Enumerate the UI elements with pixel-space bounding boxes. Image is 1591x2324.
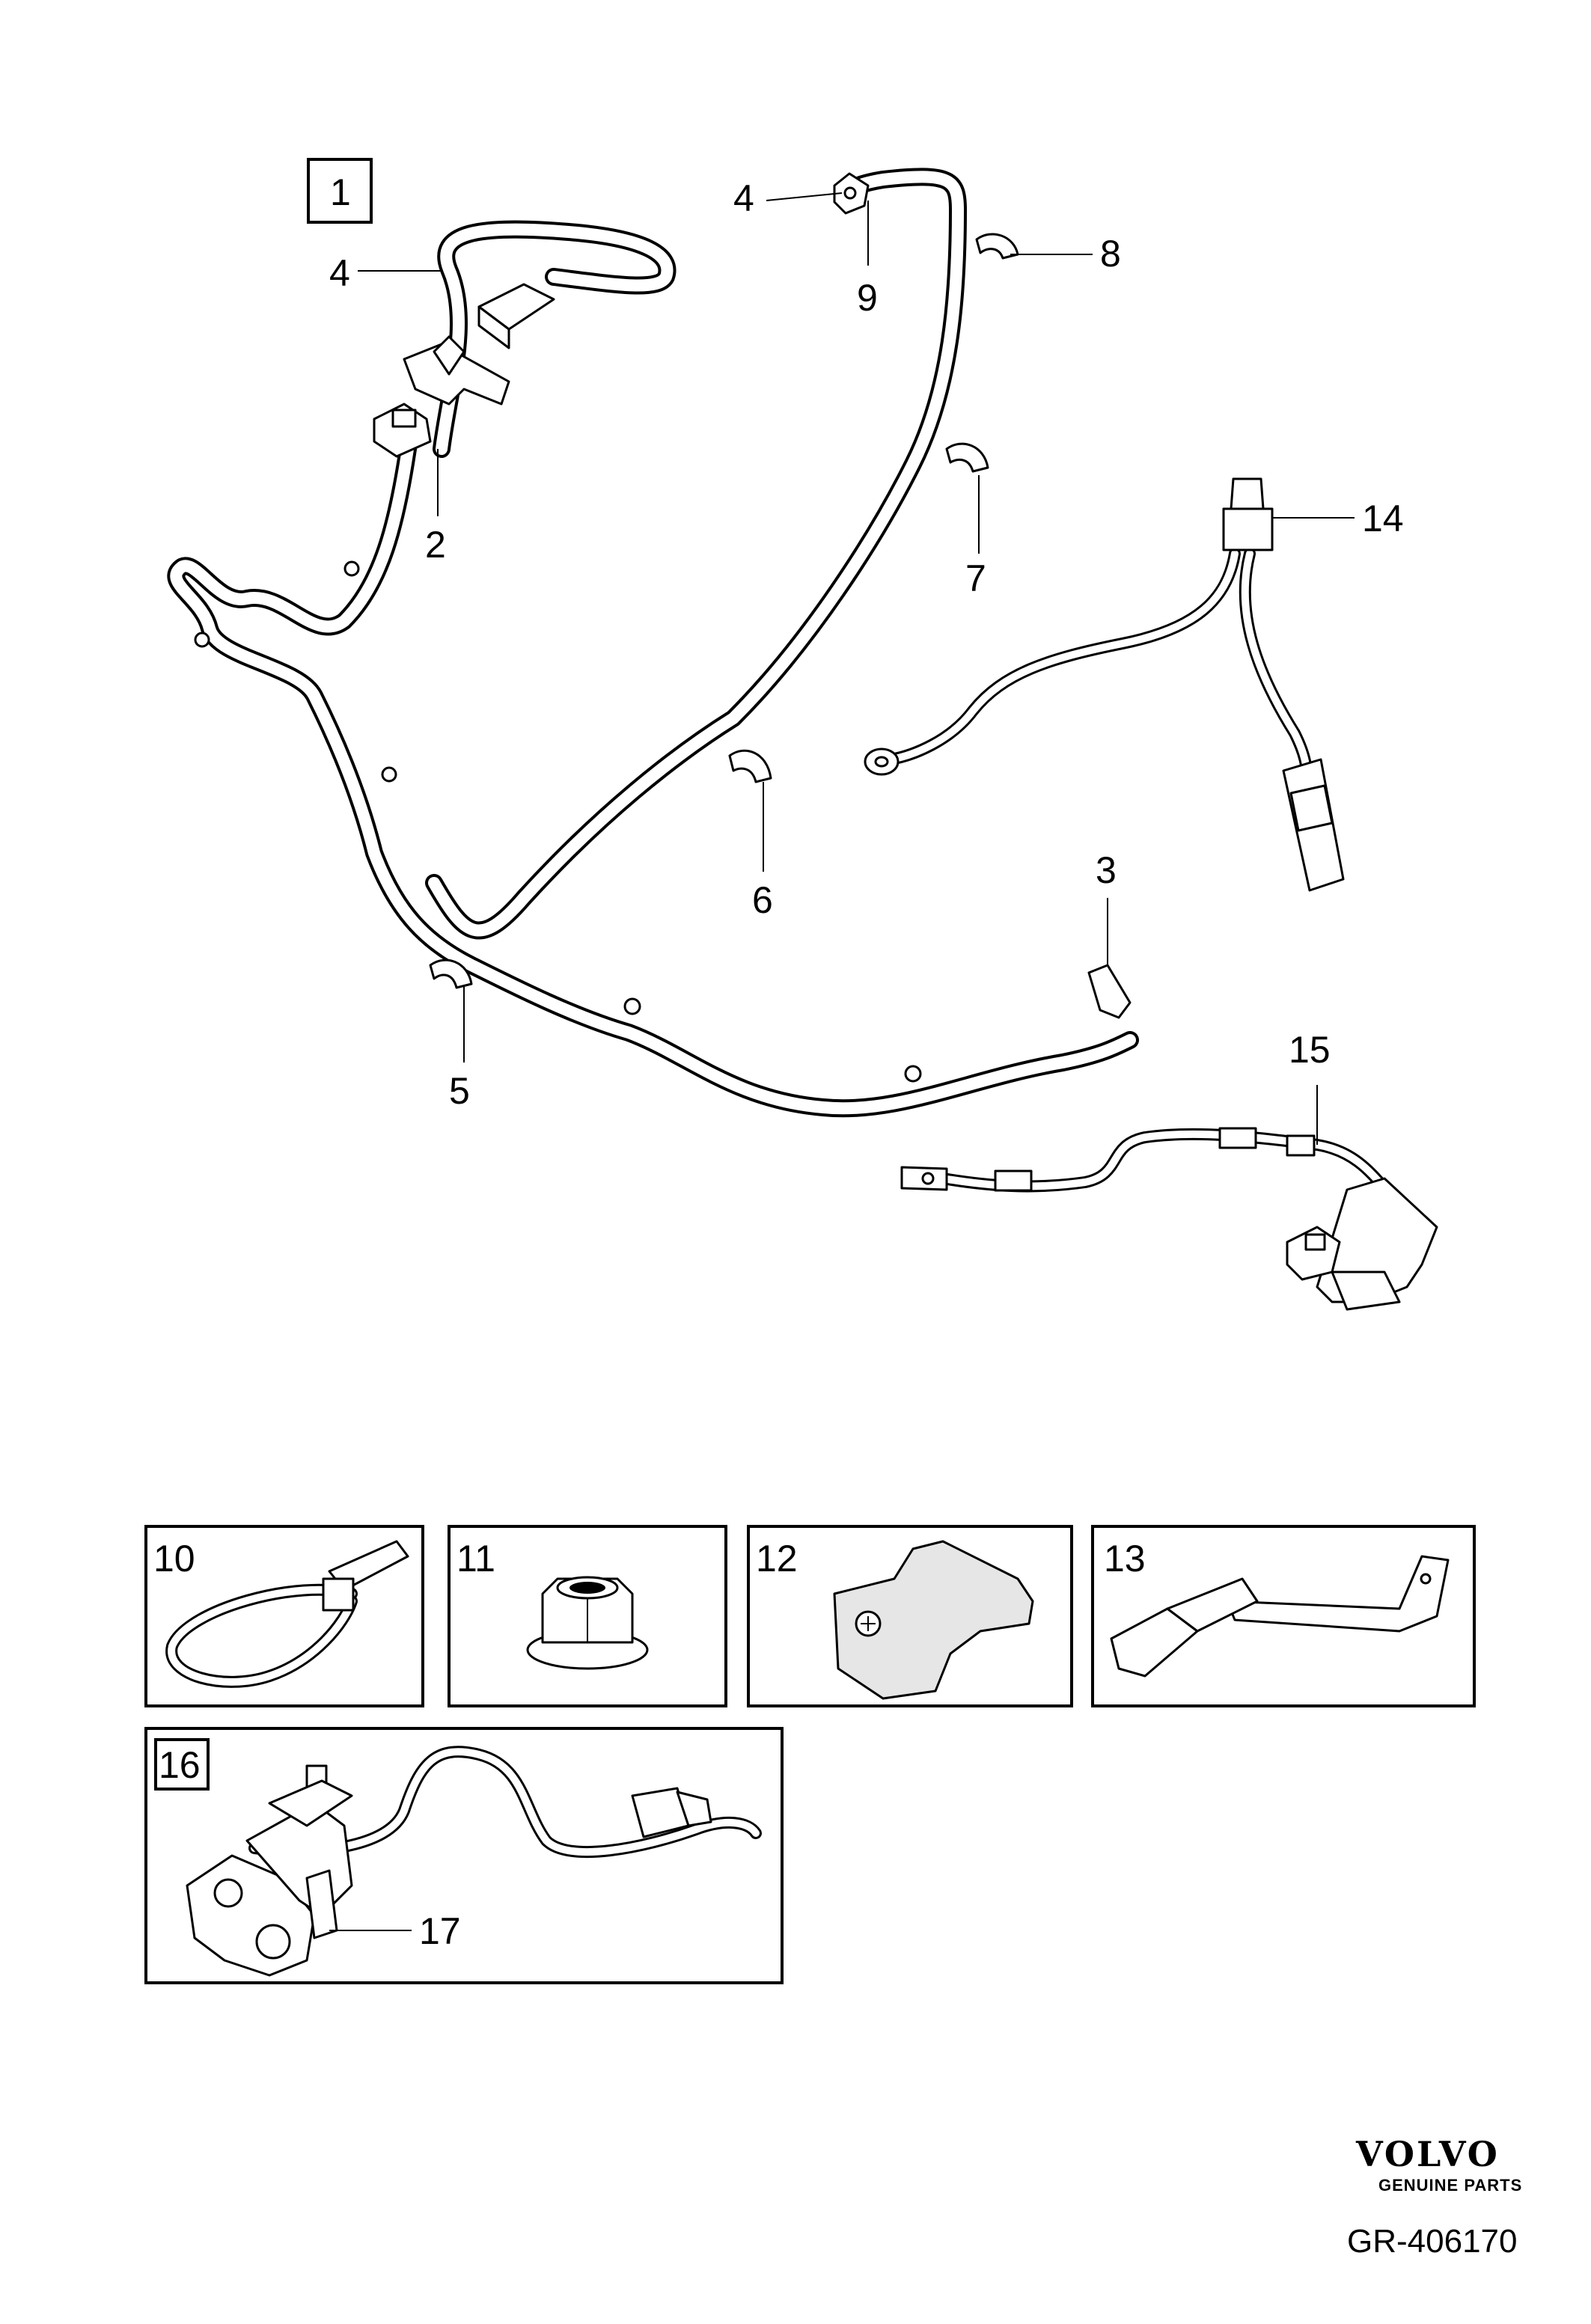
brand-name: VOLVO: [1355, 2134, 1500, 2174]
brand-tagline: GENUINE PARTS: [1378, 2176, 1522, 2195]
detail-box-16-label-box: [154, 1738, 210, 1791]
callout-8: 8: [1100, 233, 1121, 275]
callout-3: 3: [1096, 849, 1117, 891]
detail-box-11: 11: [448, 1525, 727, 1707]
detail-box-12-label: 12: [756, 1538, 798, 1580]
callout-5: 5: [449, 1070, 470, 1112]
main-cable-harness: [167, 168, 1139, 1118]
callout-7: 7: [965, 557, 986, 599]
ring-terminal-eyelet: [833, 172, 870, 215]
detail-box-10-label: 10: [153, 1538, 195, 1580]
callout-1-box: [307, 158, 373, 224]
detail-box-16-label: 16: [159, 1744, 201, 1786]
callout-labels: 1 4 2 4 9 8 7 14 6 3 5 15: [307, 158, 1404, 1112]
leader-lines: [358, 192, 1355, 1145]
callout-4-top: 4: [733, 177, 754, 219]
callout-6: 6: [752, 879, 773, 921]
battery-terminal: [373, 283, 555, 458]
detail-box-13: 13: [1091, 1525, 1476, 1707]
callout-9: 9: [857, 277, 878, 319]
sensor-cable-14: [864, 477, 1345, 892]
detail-box-16: 16 17: [144, 1727, 784, 1984]
callout-1: 1: [330, 171, 351, 213]
battery-cable-15: [900, 1127, 1438, 1311]
callout-14: 14: [1362, 498, 1404, 539]
cable-clips: [194, 233, 1132, 1083]
detail-box-12: 12: [747, 1525, 1073, 1707]
detail-box-13-label: 13: [1104, 1538, 1146, 1580]
detail-box-11-label: 11: [456, 1538, 495, 1580]
callout-4-left: 4: [329, 252, 350, 294]
detail-box-10: 10: [144, 1525, 424, 1707]
volvo-logo: VOLVO GENUINE PARTS: [1355, 2134, 1522, 2195]
callout-2: 2: [425, 524, 446, 566]
diagram-reference: GR-406170: [1347, 2223, 1517, 2260]
callout-15: 15: [1289, 1029, 1331, 1071]
callout-17: 17: [419, 1910, 461, 1952]
